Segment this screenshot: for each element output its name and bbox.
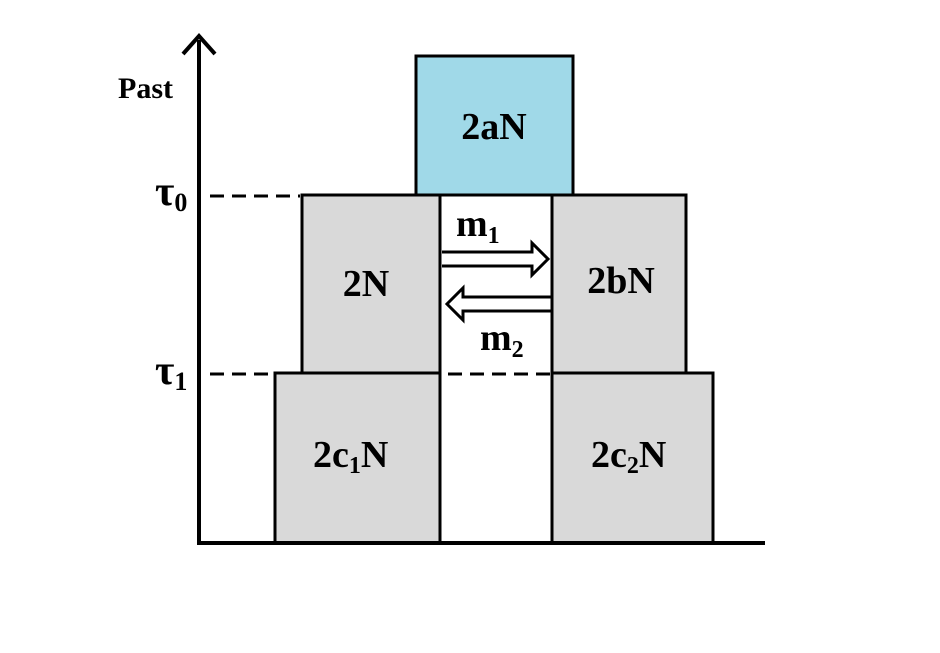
migration-arrow-m2 xyxy=(444,284,552,324)
pop2-size-label: 2bN xyxy=(587,260,655,302)
tau1-label: τ1 xyxy=(155,348,187,396)
tau1-symbol: τ xyxy=(155,348,174,394)
block-pop2 xyxy=(550,193,688,375)
block-pop1 xyxy=(300,193,442,375)
m1-base: m xyxy=(456,203,488,245)
tau1-subscript: 1 xyxy=(174,367,187,396)
m2-subscript: 2 xyxy=(512,337,524,363)
tau0-symbol: τ xyxy=(155,169,174,215)
time-axis-arrowhead xyxy=(181,32,217,56)
tau0-subscript: 0 xyxy=(174,188,187,217)
block-pop1-recent xyxy=(273,371,442,545)
pop1-size-label: 2N xyxy=(343,263,389,305)
tau0-label: τ0 xyxy=(155,169,187,217)
pop2-recent-tail: N xyxy=(639,434,666,476)
migration-arrow-m1 xyxy=(442,239,551,279)
m1-subscript: 1 xyxy=(488,223,500,249)
pop2-recent-size-label: 2c2N xyxy=(591,434,666,479)
ancestral-size-label: 2aN xyxy=(461,106,526,148)
pop2-recent-subscript: 2 xyxy=(627,453,639,479)
pop1-recent-size-label: 2c1N xyxy=(313,434,388,479)
pop1-recent-base: 2c xyxy=(313,434,349,476)
block-ancestral xyxy=(414,54,575,197)
m2-label: m2 xyxy=(480,317,524,363)
past-label: Past xyxy=(118,72,173,105)
pop1-recent-tail: N xyxy=(361,434,388,476)
m1-label: m1 xyxy=(456,203,500,249)
m2-base: m xyxy=(480,317,512,359)
pop1-recent-subscript: 1 xyxy=(349,453,361,479)
pop2-recent-base: 2c xyxy=(591,434,627,476)
